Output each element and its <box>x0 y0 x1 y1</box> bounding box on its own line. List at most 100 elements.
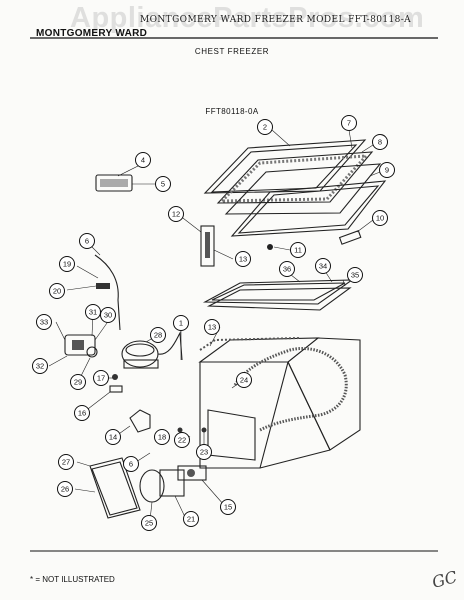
callout-4: 4 <box>135 152 151 168</box>
svg-text:33: 33 <box>40 318 48 327</box>
compressor-part <box>121 340 159 368</box>
svg-text:14: 14 <box>109 433 117 442</box>
callout-25: 25 <box>141 515 157 531</box>
callout-23: 23 <box>196 444 212 460</box>
callout-6-lower: 6 <box>123 456 139 472</box>
lid-gasket <box>230 180 387 237</box>
svg-text:36: 36 <box>283 265 291 274</box>
svg-text:1: 1 <box>179 319 183 328</box>
callout-30: 30 <box>100 307 116 323</box>
svg-text:10: 10 <box>376 214 384 223</box>
panel-part <box>89 457 141 519</box>
svg-text:35: 35 <box>351 271 359 280</box>
bracket-part <box>129 409 151 433</box>
callout-8: 8 <box>372 134 388 150</box>
callout-28: 28 <box>150 327 166 343</box>
callout-6-upper: 6 <box>79 233 95 249</box>
control-part <box>64 334 96 356</box>
header-brand: MONTGOMERY WARD <box>36 28 148 39</box>
callout-32: 32 <box>32 358 48 374</box>
svg-text:20: 20 <box>53 287 61 296</box>
callout-2: 2 <box>257 119 273 135</box>
condenser-coil <box>233 346 348 432</box>
svg-text:13: 13 <box>239 255 247 264</box>
callout-12: 12 <box>168 206 184 222</box>
callout-20: 20 <box>49 283 65 299</box>
lid-gasket-frame <box>224 163 382 215</box>
motor-part <box>159 469 185 497</box>
callout-17: 17 <box>93 370 109 386</box>
callout-18: 18 <box>154 429 170 445</box>
callout-9: 9 <box>379 162 395 178</box>
callout-35: 35 <box>347 267 363 283</box>
svg-text:30: 30 <box>104 311 112 320</box>
svg-text:6: 6 <box>85 237 89 246</box>
svg-text:34: 34 <box>319 262 327 271</box>
callout-27: 27 <box>58 454 74 470</box>
svg-text:24: 24 <box>240 376 248 385</box>
svg-text:2: 2 <box>263 123 267 132</box>
svg-text:9: 9 <box>385 166 389 175</box>
callout-31: 31 <box>85 304 101 320</box>
callout-15: 15 <box>220 499 236 515</box>
svg-text:17: 17 <box>97 374 105 383</box>
svg-text:32: 32 <box>36 362 44 371</box>
svg-text:26: 26 <box>61 485 69 494</box>
svg-text:18: 18 <box>158 433 166 442</box>
callout-5: 5 <box>155 176 171 192</box>
svg-text:5: 5 <box>161 180 165 189</box>
part-10-shape <box>338 230 362 245</box>
nameplate-part <box>95 174 133 192</box>
callout-22: 22 <box>174 432 190 448</box>
svg-text:25: 25 <box>145 519 153 528</box>
svg-text:13: 13 <box>208 323 216 332</box>
hinge-part <box>200 225 215 267</box>
svg-text:27: 27 <box>62 458 70 467</box>
callout-10: 10 <box>372 210 388 226</box>
cabinet <box>198 337 361 469</box>
callout-14: 14 <box>105 429 121 445</box>
callout-13-hinge: 13 <box>235 251 251 267</box>
watermark: AppliancePartsPros.com <box>70 2 425 34</box>
svg-text:22: 22 <box>178 436 186 445</box>
callout-13-cabinet: 13 <box>204 319 220 335</box>
header-model-line: MONTGOMERY WARD FREEZER MODEL FFT-80118-… <box>140 15 412 25</box>
svg-text:23: 23 <box>200 448 208 457</box>
callout-33: 33 <box>36 314 52 330</box>
svg-text:19: 19 <box>63 260 71 269</box>
svg-text:21: 21 <box>187 515 195 524</box>
svg-text:8: 8 <box>378 138 382 147</box>
model-number: FFT80118-0A <box>205 107 259 116</box>
lid-assembly <box>203 139 387 237</box>
callout-29: 29 <box>70 374 86 390</box>
compressor-opening <box>207 409 256 461</box>
callout-26: 26 <box>57 481 73 497</box>
callout-19: 19 <box>59 256 75 272</box>
callout-21: 21 <box>183 511 199 527</box>
svg-text:16: 16 <box>78 409 86 418</box>
lid-outer <box>203 139 367 194</box>
wiring-harness <box>94 254 121 331</box>
callout-24: 24 <box>236 372 252 388</box>
footer-note: * = NOT ILLUSTRATED <box>30 575 115 584</box>
svg-text:12: 12 <box>172 210 180 219</box>
lid-liner <box>216 151 374 204</box>
callout-7: 7 <box>341 115 357 131</box>
diagram-title: CHEST FREEZER <box>194 47 270 56</box>
callout-1: 1 <box>173 315 189 331</box>
svg-text:31: 31 <box>89 308 97 317</box>
svg-text:29: 29 <box>74 378 82 387</box>
svg-text:4: 4 <box>141 156 145 165</box>
svg-text:28: 28 <box>154 331 162 340</box>
callout-34: 34 <box>315 258 331 274</box>
callout-36: 36 <box>279 261 295 277</box>
svg-text:6: 6 <box>129 460 133 469</box>
breaker-strip-assembly <box>202 279 354 311</box>
callout-11: 11 <box>290 242 306 258</box>
svg-text:15: 15 <box>224 503 232 512</box>
svg-text:11: 11 <box>294 246 302 255</box>
svg-text:7: 7 <box>347 119 351 128</box>
callout-16: 16 <box>74 405 90 421</box>
